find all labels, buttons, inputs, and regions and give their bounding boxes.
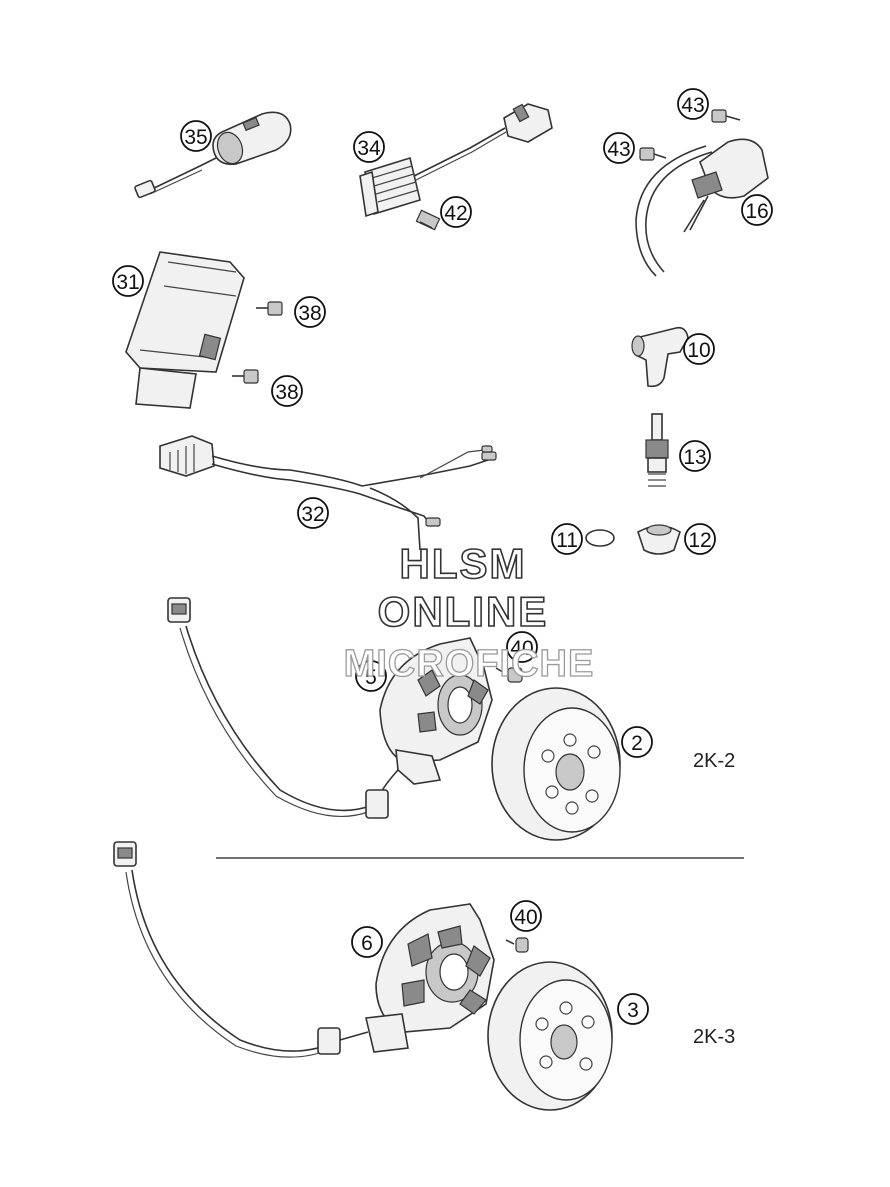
callout-42: 42 bbox=[440, 196, 472, 228]
svg-text:40: 40 bbox=[514, 906, 537, 929]
svg-text:10: 10 bbox=[687, 339, 710, 362]
part-10-spark-plug-cap bbox=[631, 326, 689, 388]
callout-2: 2 bbox=[621, 726, 653, 758]
callout-6: 6 bbox=[351, 926, 383, 958]
callout-34: 34 bbox=[353, 131, 385, 163]
svg-text:ONLINE: ONLINE bbox=[378, 588, 549, 635]
part-31-cdi-unit bbox=[125, 251, 245, 409]
callout-35: 35 bbox=[180, 120, 212, 152]
callout-32: 32 bbox=[297, 497, 329, 529]
callout-5: 5 bbox=[355, 660, 387, 692]
callout-38-upper: 38 bbox=[294, 296, 326, 328]
svg-text:43: 43 bbox=[607, 138, 630, 161]
part-6-stator bbox=[113, 841, 495, 1058]
svg-text:42: 42 bbox=[444, 202, 467, 225]
part-13-spark-plug bbox=[645, 413, 669, 487]
part-34-regulator bbox=[359, 103, 553, 218]
part-32-wiring-harness bbox=[159, 435, 497, 551]
part-38-bolt-upper bbox=[256, 301, 283, 316]
svg-text:31: 31 bbox=[116, 271, 139, 294]
callout-11: 11 bbox=[551, 523, 583, 555]
callout-13: 13 bbox=[679, 440, 711, 472]
svg-text:12: 12 bbox=[688, 529, 711, 552]
svg-text:2: 2 bbox=[631, 732, 643, 755]
svg-text:38: 38 bbox=[275, 381, 298, 404]
part-42-bolt bbox=[415, 209, 441, 231]
svg-text:13: 13 bbox=[683, 446, 706, 469]
callout-43-left: 43 bbox=[603, 132, 635, 164]
variant-label-2k-3: 2K-3 bbox=[693, 1026, 735, 1048]
svg-text:5: 5 bbox=[365, 666, 377, 689]
part-38-bolt-lower bbox=[232, 369, 259, 384]
callout-3: 3 bbox=[617, 993, 649, 1025]
callout-38-lower: 38 bbox=[271, 375, 303, 407]
svg-text:34: 34 bbox=[357, 137, 381, 160]
svg-text:43: 43 bbox=[681, 94, 704, 117]
svg-text:3: 3 bbox=[627, 999, 639, 1022]
part-35-capacitor bbox=[134, 111, 292, 199]
watermark: HLSM ONLINE MICROFICHE bbox=[343, 539, 595, 685]
part-40-bolt-upper bbox=[495, 667, 523, 683]
callout-40-upper: 40 bbox=[506, 631, 538, 663]
callout-12: 12 bbox=[684, 523, 716, 555]
callout-43-upper: 43 bbox=[677, 88, 709, 120]
variant-label-2k-2: 2K-2 bbox=[693, 750, 735, 772]
svg-text:MICROFICHE: MICROFICHE bbox=[344, 643, 595, 685]
part-12-gasket bbox=[637, 524, 681, 555]
part-5-stator bbox=[167, 597, 493, 819]
callout-16: 16 bbox=[741, 194, 773, 226]
svg-text:38: 38 bbox=[298, 302, 321, 325]
callout-31: 31 bbox=[112, 265, 144, 297]
svg-text:HLSM: HLSM bbox=[400, 540, 527, 587]
svg-text:11: 11 bbox=[556, 529, 578, 552]
svg-text:35: 35 bbox=[184, 126, 207, 149]
part-40-bolt-lower bbox=[505, 937, 529, 953]
svg-text:16: 16 bbox=[745, 200, 768, 223]
part-43-bolt-upper bbox=[711, 109, 741, 123]
svg-text:6: 6 bbox=[361, 932, 373, 955]
part-16-ignition-coil bbox=[635, 138, 769, 277]
svg-text:32: 32 bbox=[301, 503, 324, 526]
part-11-o-ring bbox=[585, 529, 615, 547]
part-3-flywheel bbox=[487, 961, 613, 1111]
part-43-bolt-left bbox=[639, 147, 667, 161]
part-2-flywheel bbox=[491, 687, 621, 841]
callout-40-lower: 40 bbox=[510, 900, 542, 932]
svg-text:40: 40 bbox=[510, 637, 533, 660]
callout-10: 10 bbox=[683, 333, 715, 365]
